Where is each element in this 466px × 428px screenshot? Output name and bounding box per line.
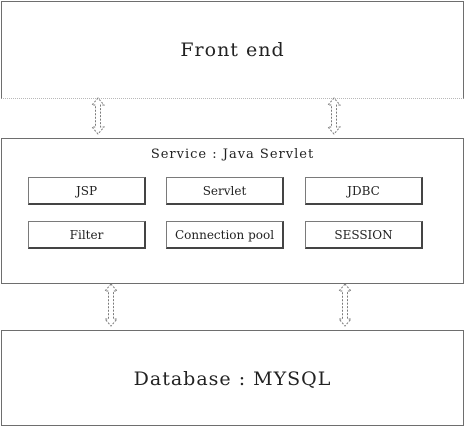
- database-title: Database : MYSQL: [133, 368, 332, 390]
- double-arrow-icon: [90, 97, 106, 135]
- service-title: Service : Java Servlet: [150, 147, 315, 162]
- database-layer: Database : MYSQL: [1, 330, 464, 426]
- service-layer: Service : Java Servlet JSP Servlet JDBC …: [1, 138, 464, 284]
- component-connection-pool: Connection pool: [166, 221, 284, 249]
- double-arrow-icon: [103, 283, 119, 327]
- frontend-title: Front end: [180, 39, 285, 61]
- double-arrow-icon: [326, 97, 342, 135]
- component-servlet: Servlet: [166, 177, 284, 205]
- component-jsp: JSP: [28, 177, 146, 205]
- double-arrow-icon: [337, 283, 353, 327]
- component-filter: Filter: [28, 221, 146, 249]
- component-jdbc: JDBC: [305, 177, 423, 205]
- component-session: SESSION: [305, 221, 423, 249]
- frontend-layer: Front end: [1, 1, 464, 99]
